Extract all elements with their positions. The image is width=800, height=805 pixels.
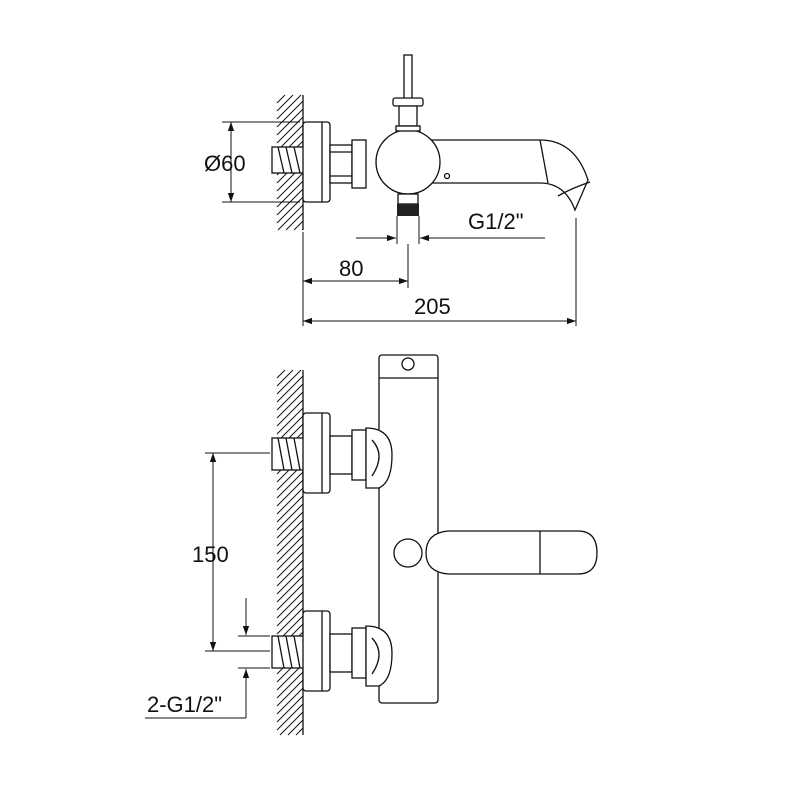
top-wall-flange xyxy=(302,121,331,203)
top-inlet-thread xyxy=(271,146,305,174)
dim-diameter-label: Ø60 xyxy=(204,151,246,176)
top-outlet-thread xyxy=(397,193,419,216)
dim-spacing-label: 150 xyxy=(192,542,229,567)
dim-total: 205 xyxy=(303,218,577,326)
dim-offset-label: 80 xyxy=(339,256,363,281)
front-upper-inlet xyxy=(271,412,393,494)
front-mixer-body xyxy=(378,354,439,704)
dim-inlets: 2-G1/2" xyxy=(145,598,270,719)
top-view: Ø60 G1/2" 80 205 xyxy=(204,54,591,326)
dim-offset: 80 xyxy=(302,232,409,326)
dim-inlets-label: 2-G1/2" xyxy=(147,692,222,717)
top-lever xyxy=(392,54,424,132)
top-connector-nut xyxy=(329,139,367,189)
front-lower-inlet xyxy=(271,610,393,692)
front-wall xyxy=(276,369,304,736)
front-spout xyxy=(393,530,598,575)
front-view: 150 2-G1/2" xyxy=(145,354,598,736)
dim-spacing: 150 xyxy=(192,452,270,652)
top-spout xyxy=(429,139,589,212)
dim-total-label: 205 xyxy=(414,294,451,319)
dim-diameter: Ø60 xyxy=(204,121,300,203)
wall-hatch-front xyxy=(276,369,304,736)
top-mixer-body xyxy=(375,129,441,195)
dim-thread: G1/2" xyxy=(356,209,545,244)
dim-thread-label: G1/2" xyxy=(468,209,524,234)
